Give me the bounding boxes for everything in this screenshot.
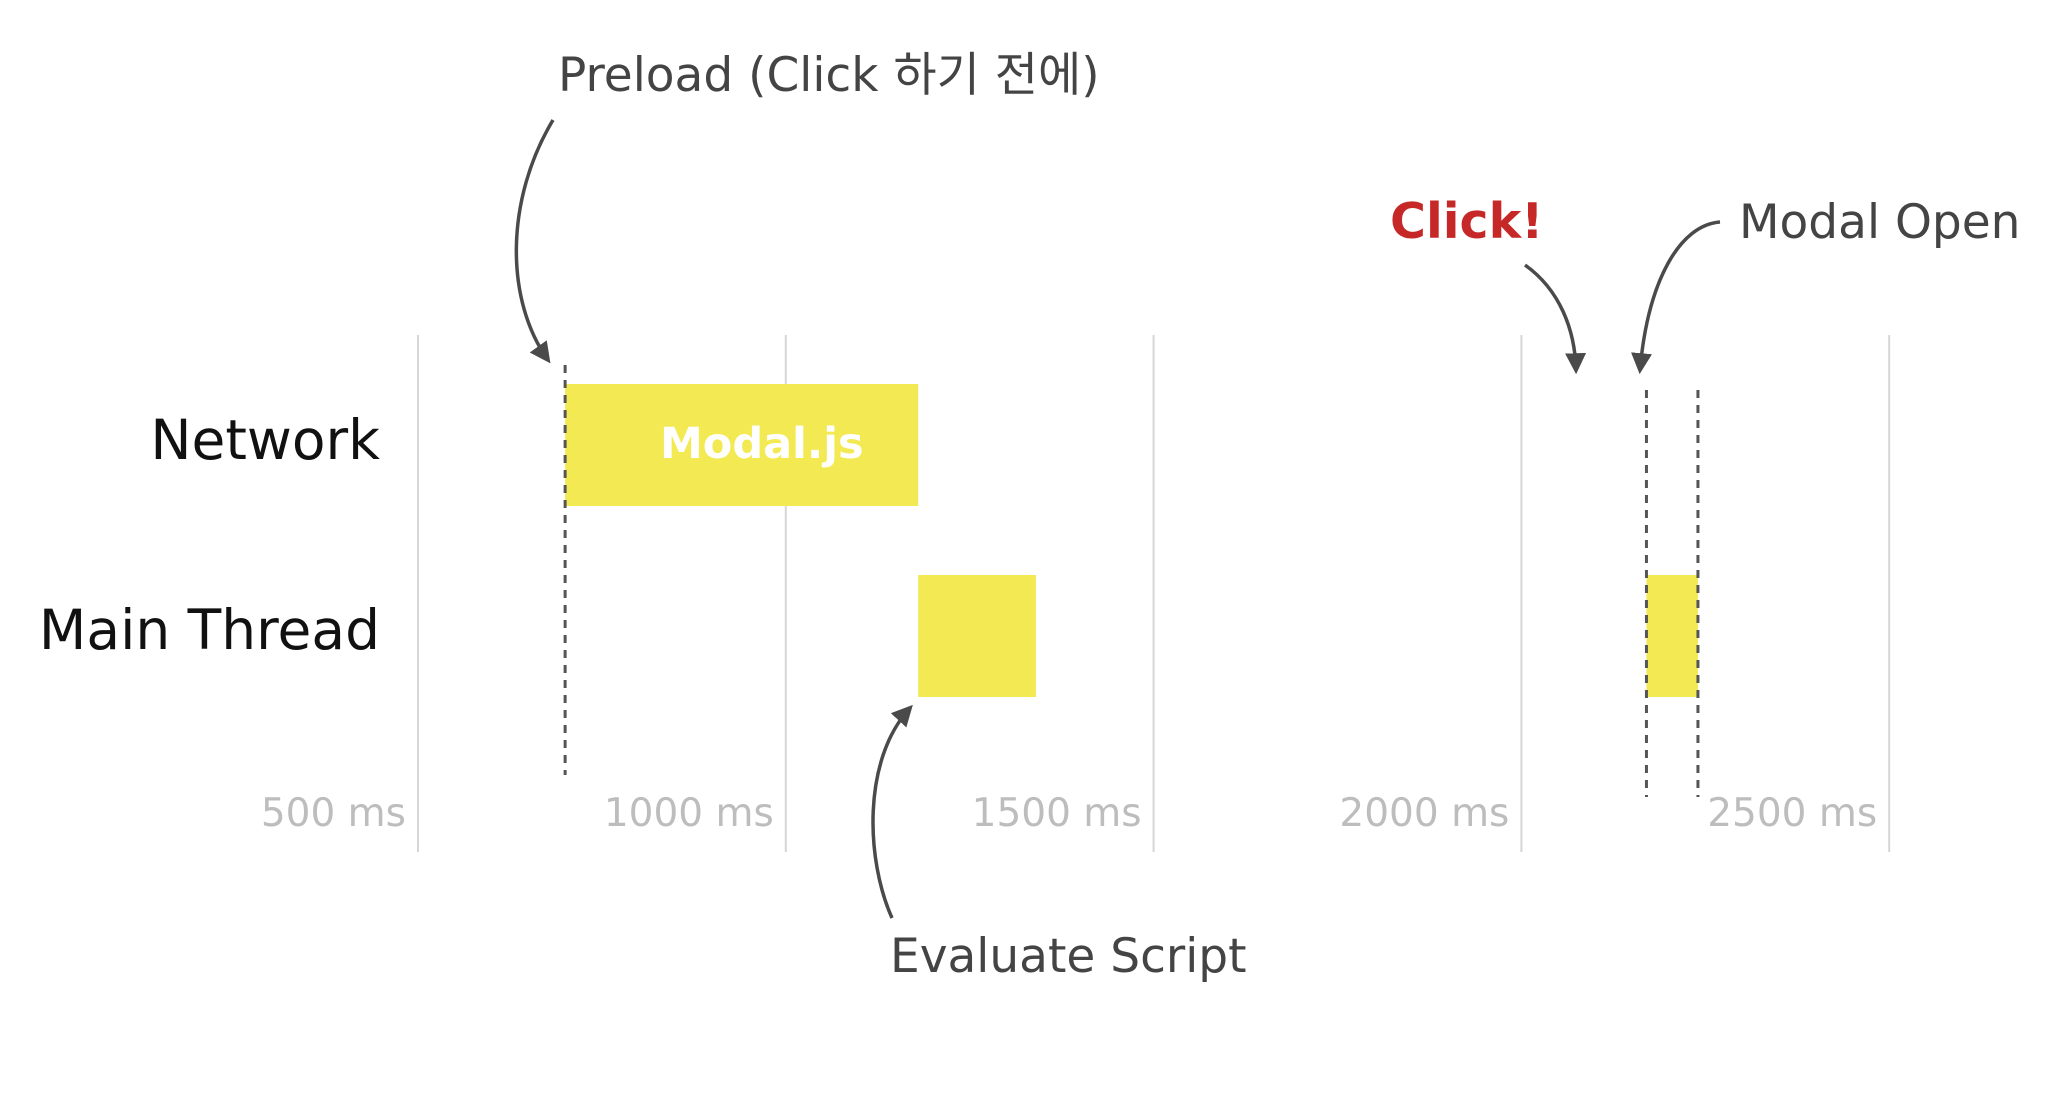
bar-0: [565, 384, 919, 506]
preload-arrow: [514, 119, 555, 364]
annotation-modal-open: Modal Open: [1739, 195, 2021, 250]
modal-open-arrow: [1631, 220, 1721, 375]
annotation-evaluate-script: Evaluate Script: [890, 929, 1247, 984]
bar-label-modal-js: Modal.js: [660, 419, 864, 469]
annotation-preload: Preload (Click 하기 전에): [558, 48, 1100, 103]
tick-label-1: 1000 ms: [603, 791, 774, 836]
bar-1: [918, 575, 1036, 697]
bar-2: [1646, 575, 1698, 697]
tick-label-4: 2500 ms: [1707, 791, 1878, 836]
click-arrow: [1523, 263, 1587, 375]
tick-label-3: 2000 ms: [1339, 791, 1510, 836]
row-label-main-thread: Main Thread: [38, 598, 380, 662]
tick-label-0: 500 ms: [260, 791, 406, 836]
evaluate-script-arrow: [871, 704, 913, 919]
tick-label-2: 1500 ms: [971, 791, 1142, 836]
annotation-click: Click!: [1390, 193, 1544, 250]
row-label-network: Network: [150, 408, 380, 472]
